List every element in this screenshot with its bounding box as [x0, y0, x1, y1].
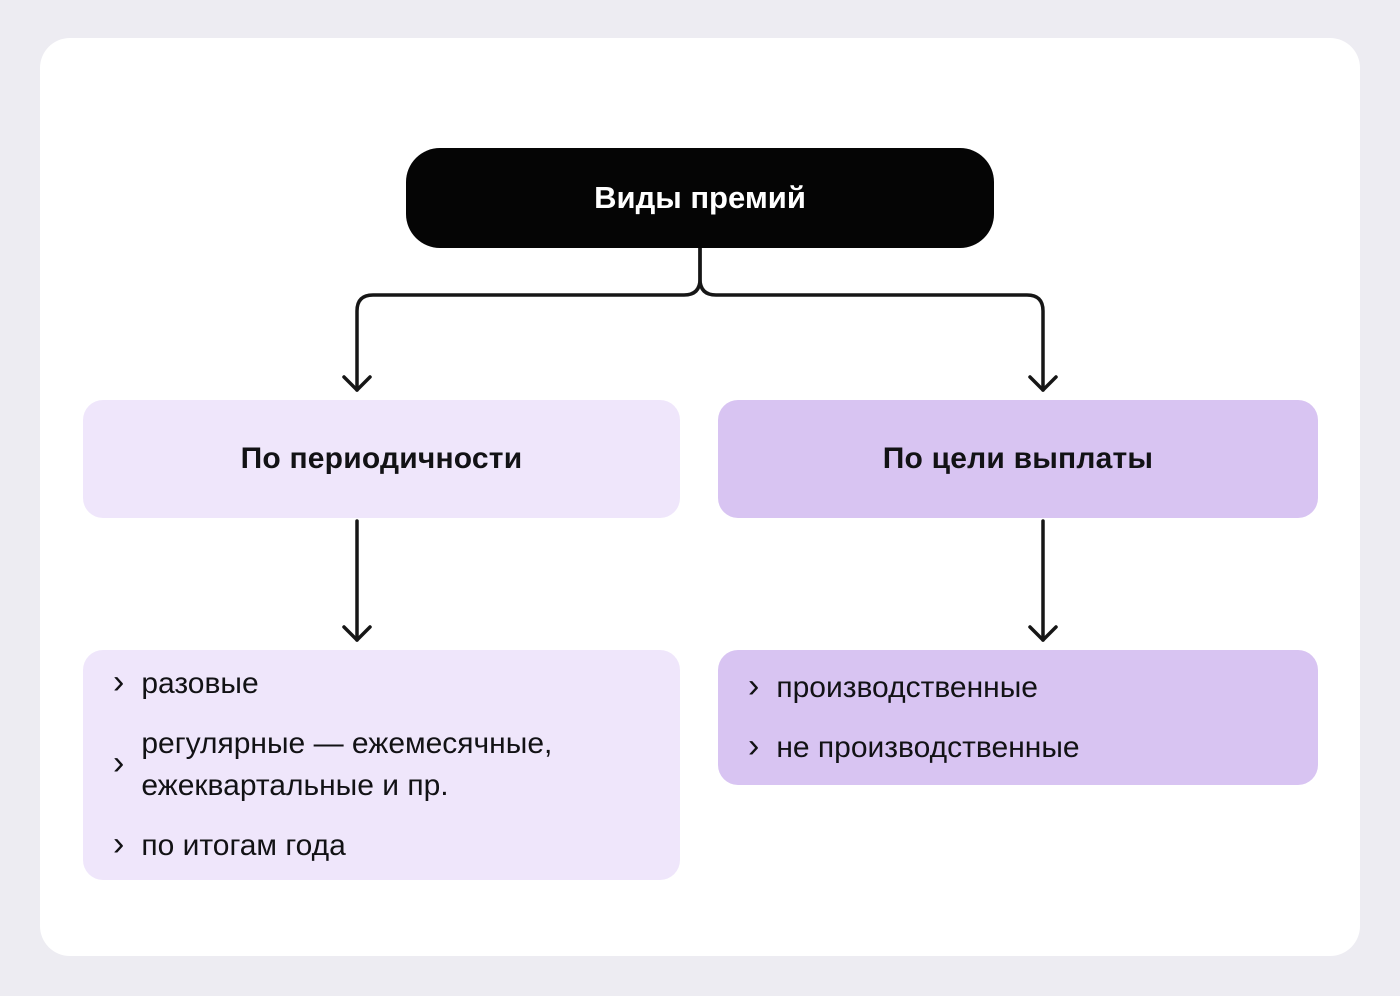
chevron-bullet-icon: › — [113, 663, 125, 701]
branch-node-purpose: По цели выплаты — [718, 400, 1318, 518]
branch-purpose-label: По цели выплаты — [882, 442, 1154, 475]
list-item-text: не производственные — [776, 730, 1080, 764]
chevron-bullet-icon: › — [113, 744, 125, 782]
branch-node-periodicity: По периодичности — [83, 400, 680, 518]
list-periodicity: › разовые › регулярные — ежемесячные, еж… — [83, 650, 680, 880]
chevron-bullet-icon: › — [748, 666, 760, 705]
list-item: › разовые — [113, 663, 652, 705]
list-item: › регулярные — ежемесячные, ежеквартальн… — [113, 723, 652, 807]
branch-periodicity-label: По периодичности — [240, 442, 523, 475]
list-purpose: › производственные › не производственные — [718, 650, 1318, 785]
chevron-bullet-icon: › — [113, 825, 125, 863]
list-item-text: производственные — [776, 670, 1038, 704]
list-item: › не производственные — [748, 727, 1290, 769]
list-item: › производственные — [748, 667, 1290, 709]
root-node: Виды премий — [406, 148, 994, 248]
list-item: › по итогам года — [113, 825, 652, 867]
list-item-text: регулярные — ежемесячные, ежеквартальные… — [141, 727, 553, 802]
list-item-text: по итогам года — [141, 829, 346, 862]
chevron-bullet-icon: › — [748, 726, 760, 765]
root-node-label: Виды премий — [594, 180, 806, 215]
list-item-text: разовые — [141, 667, 259, 700]
